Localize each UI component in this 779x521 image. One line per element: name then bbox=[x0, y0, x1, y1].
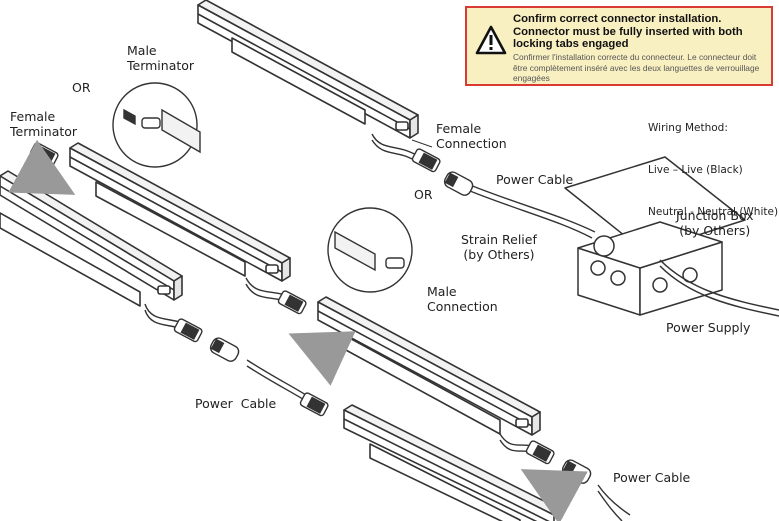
wiring-method: Wiring Method: Live – Live (Black) Neutr… bbox=[648, 93, 778, 247]
label-junction-box: Junction Box (by Others) bbox=[676, 208, 754, 238]
wiring-title: Wiring Method: bbox=[648, 122, 728, 134]
male-connection-detail bbox=[327, 207, 413, 293]
warning-subtitle: Confirmer l'installation correcte du con… bbox=[513, 52, 760, 83]
warning-triangle-icon bbox=[475, 25, 507, 55]
leader-line bbox=[411, 139, 433, 148]
label-male-terminator: Male Terminator bbox=[127, 43, 195, 73]
light-bar-far-left bbox=[0, 170, 183, 307]
wiring-neutral: Neutral - Neutral (White) bbox=[648, 206, 779, 218]
light-bar-bottom bbox=[343, 404, 563, 521]
wiring-live: Live – Live (Black) bbox=[648, 164, 743, 176]
label-female-terminator: Female Terminator bbox=[10, 109, 78, 139]
male-terminator-detail bbox=[112, 82, 201, 168]
label-power-cable-bottom: Power Cable bbox=[613, 470, 691, 485]
warning-title: Confirm correct connector installation. … bbox=[513, 13, 743, 50]
light-bar-left-upper bbox=[69, 142, 291, 282]
label-male-connection: Male Connection bbox=[427, 284, 498, 314]
junction-box bbox=[564, 156, 779, 317]
label-power-cable-top: Power Cable bbox=[496, 172, 574, 187]
light-bar-top bbox=[197, 0, 419, 139]
direction-arrows bbox=[8, 139, 588, 521]
label-power-cable-mid: Power Cable bbox=[195, 396, 277, 411]
label-or-top: OR bbox=[72, 80, 91, 95]
light-bar-middle-right bbox=[317, 296, 541, 436]
label-strain-relief: Strain Relief (by Others) bbox=[461, 232, 537, 262]
label-female-connection: Female Connection bbox=[436, 121, 507, 151]
label-power-supply: Power Supply bbox=[666, 320, 751, 335]
label-or-mid: OR bbox=[414, 187, 433, 202]
warning-box: Confirm correct connector installation. … bbox=[465, 6, 773, 86]
